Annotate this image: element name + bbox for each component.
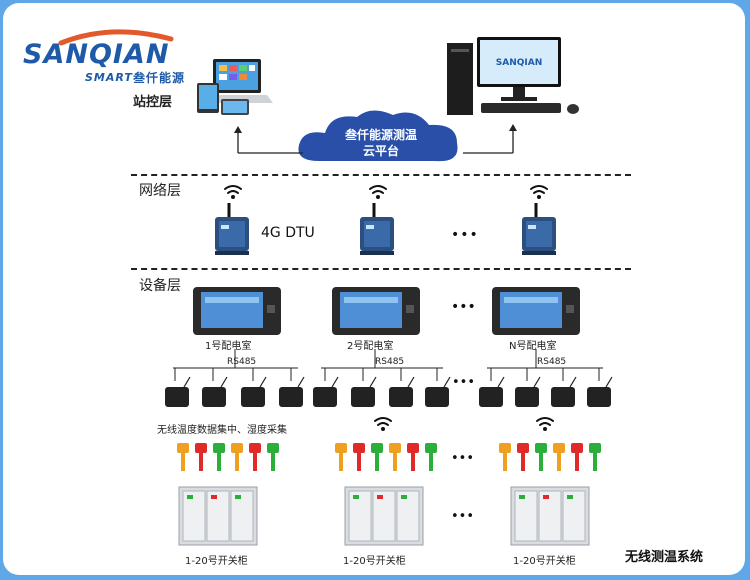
ellipsis-network: ••• [451,227,479,243]
logo-swoosh-icon [58,29,174,46]
switchgear-cabinet-icon [178,486,258,546]
sensor-wifi-icons [374,417,554,431]
temperature-sensors-group-n [499,443,601,471]
dtu-router-icon [360,203,394,255]
device-layer-label: 设备层 [139,278,181,294]
room-label-n: N号配电室 [509,341,557,352]
collector-icon [515,387,539,407]
cloud-subtitle: 云平台 [362,144,399,158]
rs485-label-1: RS485 [227,357,257,367]
station-links [234,124,517,154]
collector-icon [551,387,575,407]
ellipsis-cabinets: ••• [451,509,475,524]
hmi-screen-icon [193,287,281,335]
collector-icon [479,387,503,407]
collectors [165,376,613,407]
footer-title: 无线测温系统 [625,550,704,565]
station-layer-label: 站控层 [133,95,173,110]
wifi-icon [224,185,548,194]
network-devices [224,185,548,199]
collector-icon [389,387,413,407]
desktop-computer-icon: SANQIAN [447,37,579,115]
ellipsis-hmi: ••• [451,299,476,315]
svg-text:SANQIAN: SANQIAN [496,58,542,68]
logo-brand: SANQIAN [23,39,170,70]
network-layer-label: 网络层 [139,183,181,199]
cabinet-label-n: 1-20号开关柜 [513,556,576,567]
ellipsis-collectors: ••• [452,375,476,390]
collector-icon [587,387,611,407]
dtu-label: 4G DTU [261,225,315,241]
collector-icon [425,387,449,407]
rs485-label-n: RS485 [537,357,567,367]
rs485-bus [173,349,603,381]
collector-icon [351,387,375,407]
collector-icon [313,387,337,407]
ellipsis-sensors: ••• [451,451,475,466]
hmi-screen-icon [492,287,580,335]
cabinet-label-1: 1-20号开关柜 [185,556,248,567]
cabinet-label-2: 1-20号开关柜 [343,556,406,567]
cloud-title: 叁仟能源测温 [344,128,417,142]
collector-note: 无线温度数据集中、湿度采集 [157,425,287,436]
switchgear-cabinet-icon [510,486,590,546]
temperature-sensors-group-1 [177,443,279,471]
separator-device-top [131,268,631,270]
logo: SANQIAN SMART 叁仟能源 [21,25,191,91]
collector-icon [241,387,265,407]
cloud-platform-icon [298,110,458,162]
room-label-2: 2号配电室 [347,341,394,352]
temperature-sensors-group-2 [335,443,437,471]
collector-icon [279,387,303,407]
hmi-screen-icon [332,287,420,335]
collector-icon [165,387,189,407]
rs485-label-2: RS485 [375,357,405,367]
laptop-tablet-icon [197,59,273,115]
switchgear-cabinet-icon [344,486,424,546]
dtu-router-icon [215,203,249,255]
dtu-router-icon [522,203,556,255]
logo-sub-cn: 叁仟能源 [133,71,186,85]
collector-icon [202,387,226,407]
room-label-1: 1号配电室 [205,341,252,352]
separator-network-top [131,174,631,176]
diagram-canvas: SANQIAN SMART 叁仟能源 站控层 SANQIAN 叁仟能源测温 云平… [3,3,745,575]
logo-sub-en: SMART [85,71,133,84]
